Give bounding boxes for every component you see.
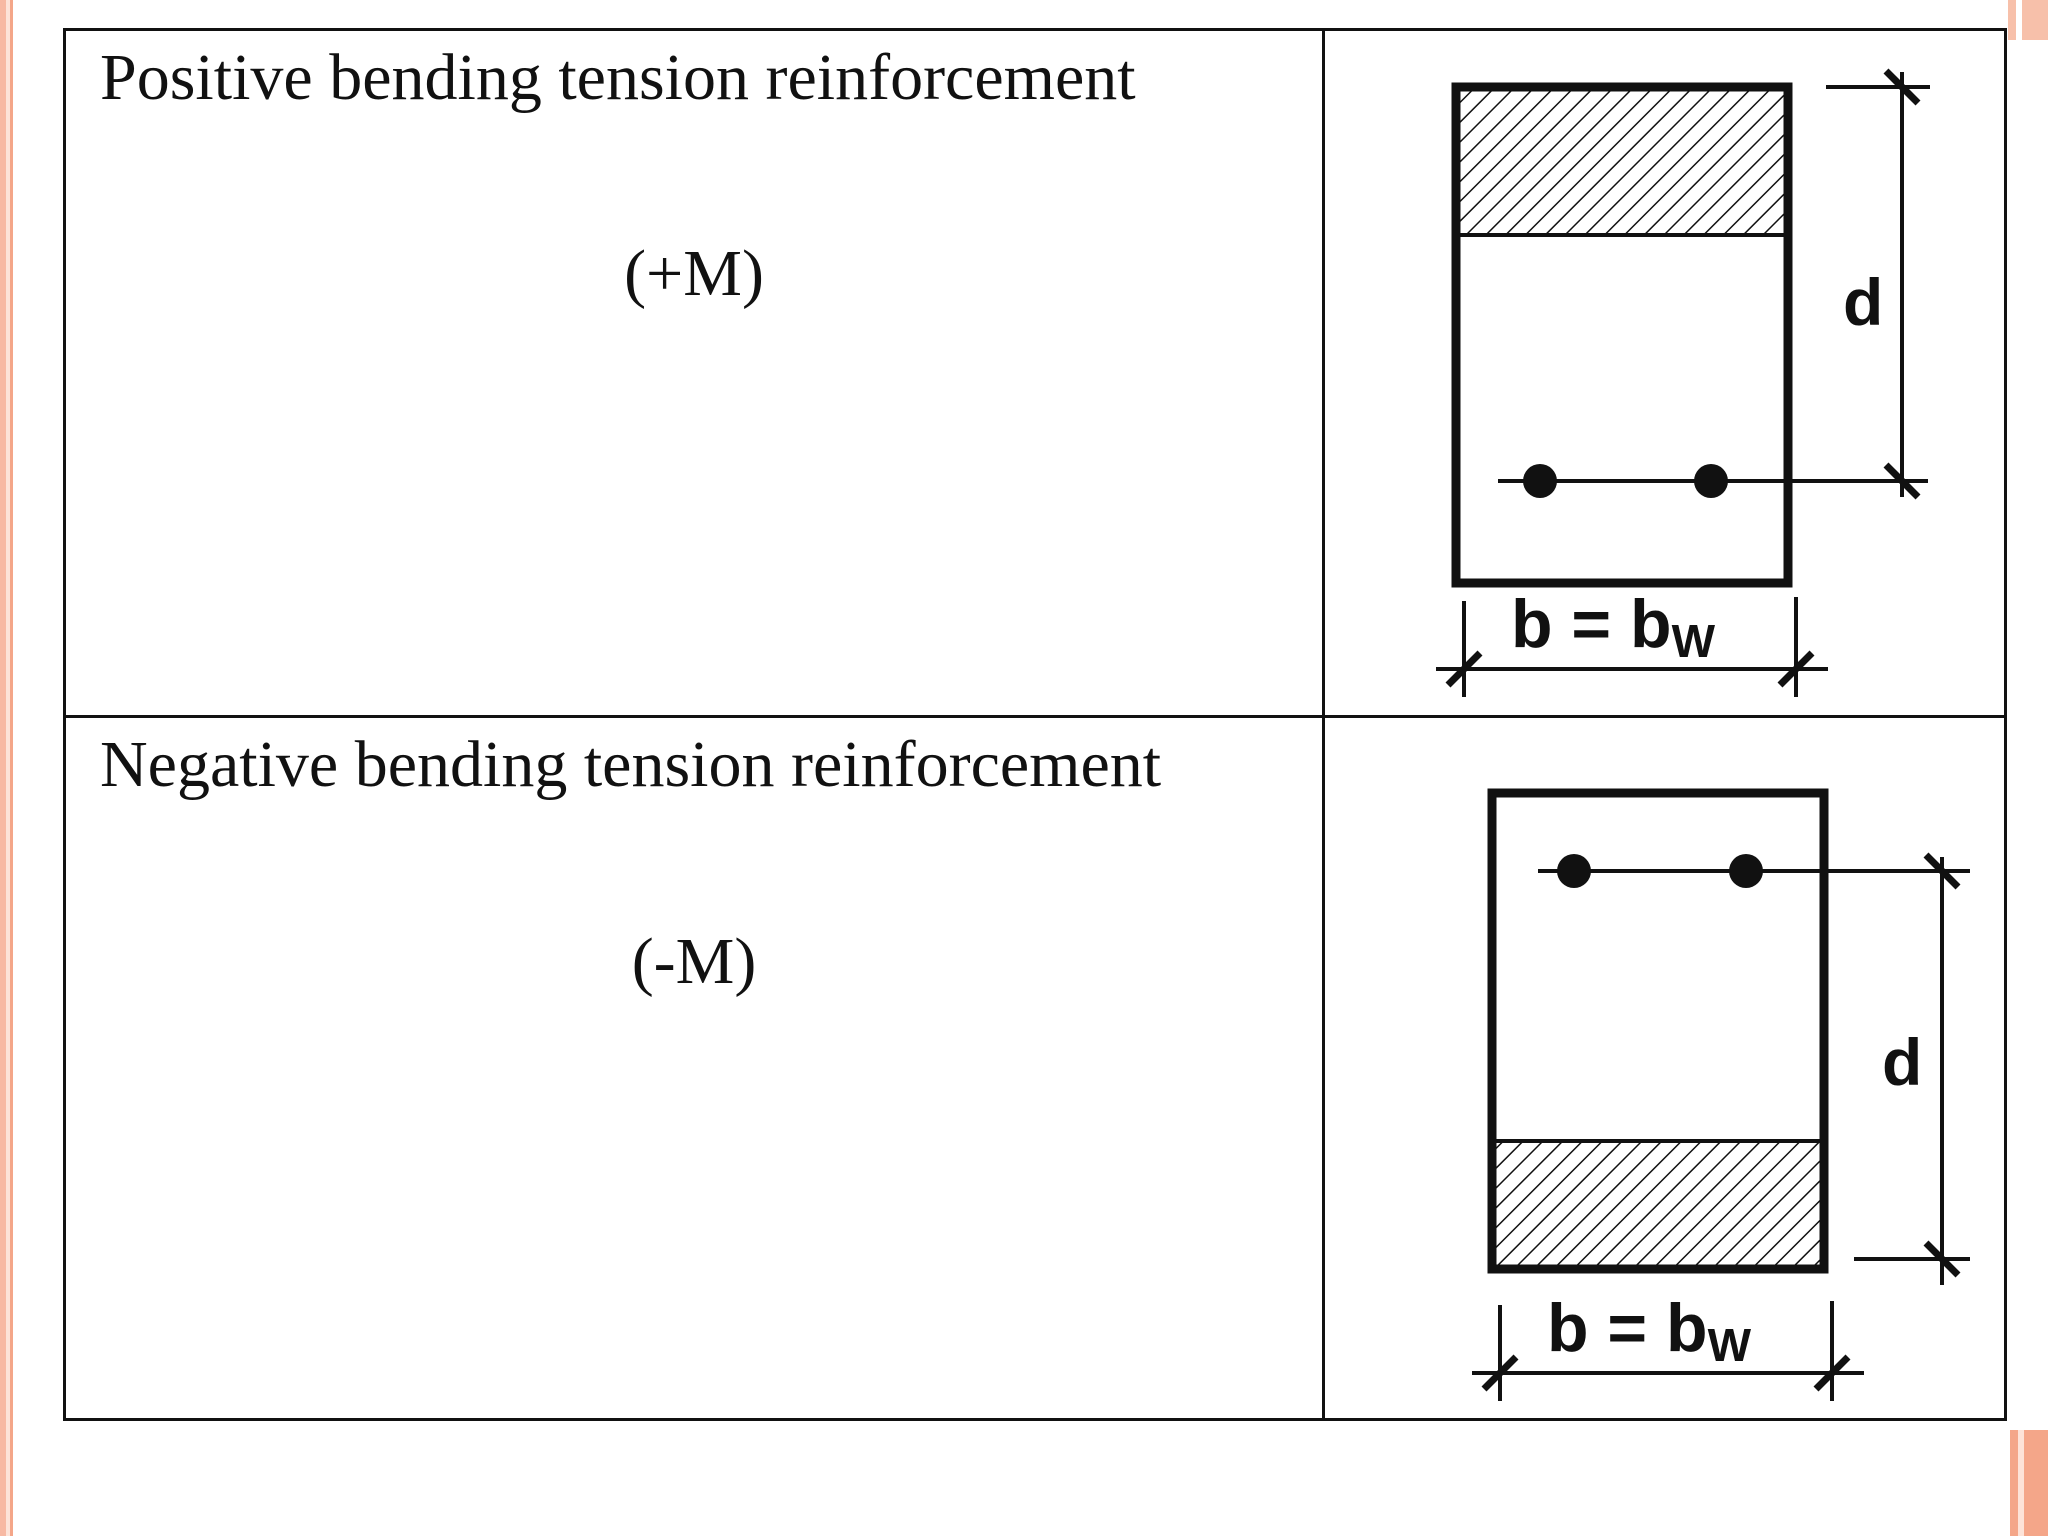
- width-label: b = bW: [1511, 586, 1716, 667]
- width-right-tick: [1813, 1354, 1851, 1392]
- column-divider: [1322, 31, 1325, 1418]
- slide-right-border-bottom: [1958, 1430, 2048, 1536]
- compression-zone-hatch: [1496, 1141, 1820, 1265]
- width-right-tick: [1777, 650, 1815, 688]
- rebar-1: [1557, 854, 1591, 888]
- compression-zone-hatch: [1460, 91, 1784, 235]
- depth-bottom-tick: [1883, 462, 1921, 500]
- depth-label: d: [1882, 1025, 1922, 1099]
- width-left-tick: [1481, 1354, 1519, 1392]
- depth-top-tick: [1923, 852, 1961, 890]
- reinforcement-table: Positive bending tension reinforcement (…: [63, 28, 2007, 1421]
- row-divider: [66, 715, 2004, 718]
- negative-bending-section-diagram: d b = bW: [1356, 733, 1976, 1413]
- positive-moment-label: (+M): [624, 237, 764, 310]
- positive-bending-section-diagram: d b = bW: [1356, 47, 1976, 707]
- rebar-2: [1694, 464, 1728, 498]
- beam-section-outline: [1487, 788, 1829, 1274]
- rebar-2: [1729, 854, 1763, 888]
- negative-moment-label: (-M): [631, 925, 757, 998]
- slide-right-border-top: [1958, 0, 2048, 40]
- depth-top-tick: [1883, 68, 1921, 106]
- depth-bottom-tick: [1923, 1240, 1961, 1278]
- depth-label: d: [1843, 265, 1883, 339]
- rebar-1: [1523, 464, 1557, 498]
- width-label: b = bW: [1547, 1290, 1752, 1371]
- positive-bending-label: Positive bending tension reinforcement: [100, 41, 1136, 114]
- slide-left-border: [0, 0, 24, 1536]
- beam-section-outline: [1451, 82, 1793, 588]
- width-left-tick: [1445, 650, 1483, 688]
- negative-bending-label: Negative bending tension reinforcement: [100, 728, 1162, 801]
